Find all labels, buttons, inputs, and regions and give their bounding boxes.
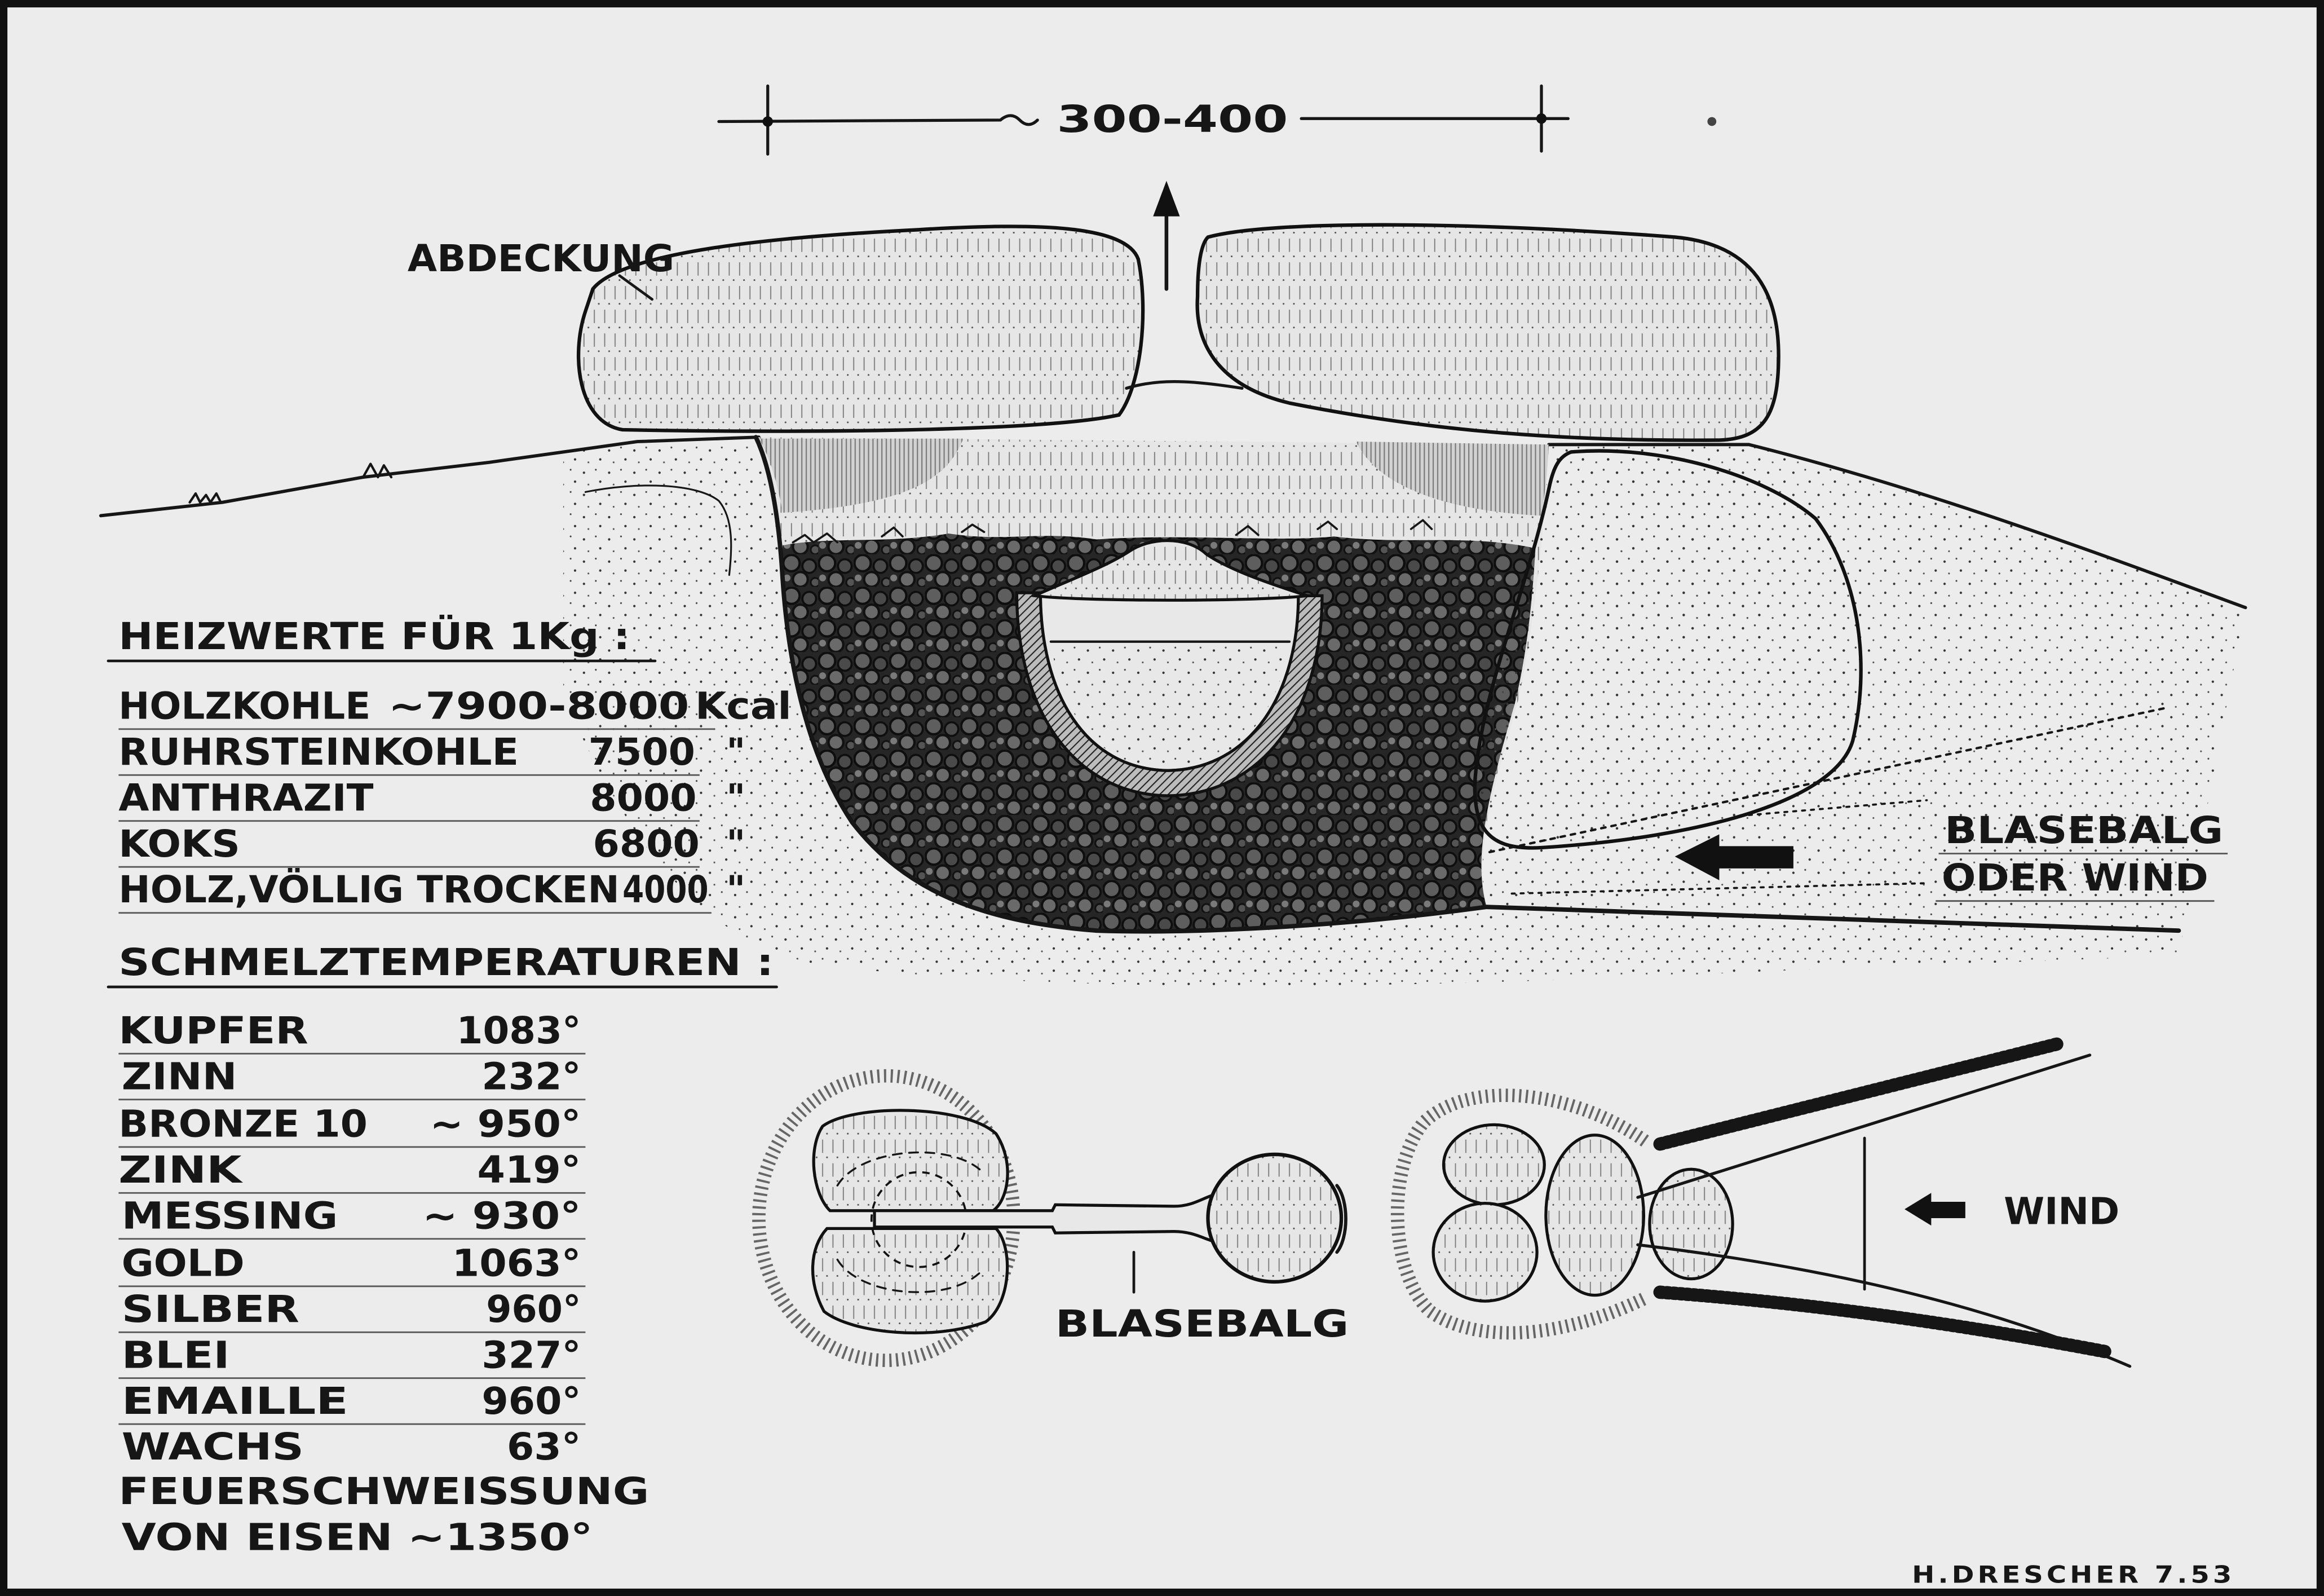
fuel-value: 8000 bbox=[590, 777, 696, 819]
cover-gap-slab bbox=[1125, 380, 1244, 390]
fuel-unit: Kcal bbox=[695, 685, 792, 728]
plan-stone-bottom bbox=[811, 1227, 1009, 1335]
wind-stone bbox=[1442, 1123, 1546, 1206]
wind-stone bbox=[1648, 1167, 1734, 1281]
pit-wall bbox=[753, 435, 2181, 934]
material-name: ZINN bbox=[122, 1055, 237, 1098]
plan-halo-wind bbox=[1390, 1088, 1649, 1340]
wind-label: WIND bbox=[2004, 1190, 2119, 1233]
air-channel bbox=[1488, 707, 2166, 895]
air-supply-label-line2: ODER WIND bbox=[1942, 857, 2208, 900]
cover-label: ABDECKUNG bbox=[408, 237, 674, 280]
fuel-name: HOLZ,VÖLLIG TROCKEN bbox=[118, 868, 620, 911]
material-temp: ~ 930° bbox=[422, 1194, 581, 1237]
fuel-name: HOLZKOHLE bbox=[118, 685, 370, 728]
speck bbox=[1707, 117, 1717, 126]
melting-temperatures-title: SCHMELZTEMPERATUREN : bbox=[118, 941, 774, 984]
wind-channel-bottom bbox=[1636, 1243, 2132, 1368]
material-temp: 232° bbox=[481, 1055, 581, 1098]
forge-welding-label-line2: VON EISEN bbox=[122, 1516, 393, 1559]
plan-stone-top bbox=[812, 1109, 1009, 1213]
material-temp: 960° bbox=[481, 1380, 581, 1423]
bellows-bag bbox=[1206, 1152, 1344, 1284]
material-temp: 63° bbox=[507, 1426, 581, 1469]
wind-stone bbox=[1544, 1134, 1645, 1297]
wind-channel-top bbox=[1636, 1053, 2092, 1199]
cover-leader bbox=[618, 274, 654, 301]
fuel-value: 6800 bbox=[593, 823, 700, 866]
material-temp: 1083° bbox=[457, 1009, 581, 1052]
signature: H.DRESCHER 7.53 bbox=[1912, 1560, 2235, 1588]
air-supply-label-line1: BLASEBALG bbox=[1945, 809, 2223, 852]
bellows-label: BLASEBALG bbox=[1055, 1303, 1349, 1346]
charcoal-surface bbox=[792, 519, 1433, 544]
material-temp: ~ 950° bbox=[430, 1103, 581, 1145]
material-temp: 1063° bbox=[452, 1242, 581, 1285]
crucible-lid bbox=[1029, 539, 1308, 602]
material-temp: 327° bbox=[481, 1334, 581, 1377]
heating-values-title: HEIZWERTE FÜR 1Kg : bbox=[118, 615, 630, 658]
fuel-name: KOKS bbox=[118, 823, 240, 866]
material-name: ZINK bbox=[118, 1149, 243, 1192]
soil-layer-line bbox=[584, 484, 732, 576]
crucible-melt bbox=[1050, 641, 1290, 769]
crucible bbox=[1015, 539, 1324, 797]
plan-view-bellows: BLASEBALG bbox=[752, 1069, 1349, 1368]
material-name: BRONZE 10 bbox=[118, 1103, 368, 1145]
fuel-value: 4000 bbox=[622, 868, 708, 911]
material-name: SILBER bbox=[122, 1288, 299, 1331]
forge-welding-temp: ~1350° bbox=[408, 1516, 593, 1559]
heating-values-table: HEIZWERTE FÜR 1Kg : HOLZKOHLE ~7900-8000… bbox=[107, 615, 792, 914]
ditto-mark: " bbox=[726, 777, 745, 819]
cover-stone-left bbox=[576, 224, 1145, 433]
pit-rim-shade-left bbox=[758, 438, 964, 513]
material-name: BLEI bbox=[122, 1334, 230, 1377]
dimension-label: 300-400 bbox=[1057, 98, 1288, 141]
forge-welding-label-line1: FEUERSCHWEISSUNG bbox=[118, 1470, 649, 1513]
exhaust-arrow-icon bbox=[1153, 180, 1180, 291]
fuel-name: ANTHRAZIT bbox=[118, 777, 373, 819]
material-name: MESSING bbox=[122, 1194, 338, 1237]
wind-stone bbox=[1431, 1202, 1539, 1303]
material-temp: 419° bbox=[477, 1149, 581, 1192]
cover-stone-right bbox=[1195, 223, 1780, 442]
plan-view-wind: WIND bbox=[1390, 1037, 2132, 1368]
material-name: GOLD bbox=[122, 1242, 245, 1285]
material-name: KUPFER bbox=[118, 1009, 308, 1052]
fuel-name: RUHRSTEINKOHLE bbox=[118, 731, 519, 774]
pit-rim-shade-right bbox=[1356, 442, 1549, 516]
material-name: WACHS bbox=[122, 1426, 304, 1469]
material-temp: 960° bbox=[486, 1288, 581, 1331]
ditto-mark: " bbox=[726, 823, 745, 866]
width-dimension: 300-400 bbox=[717, 84, 1570, 156]
crucible-wall bbox=[1015, 591, 1324, 797]
melting-temperatures-table: SCHMELZTEMPERATUREN : KUPFER 1083° ZINN … bbox=[107, 941, 778, 1559]
fuel-value: ~7900-8000 bbox=[388, 685, 690, 728]
material-name: EMAILLE bbox=[122, 1380, 348, 1423]
cover-stones bbox=[576, 223, 1780, 442]
ditto-mark: " bbox=[726, 731, 745, 774]
fuel-value: 7500 bbox=[589, 731, 695, 774]
ground-surface bbox=[99, 435, 2247, 610]
air-arrow-icon bbox=[1674, 834, 1793, 880]
wind-arrow-icon bbox=[1905, 1193, 1965, 1226]
side-stone bbox=[1473, 449, 1863, 850]
ditto-mark: " bbox=[726, 868, 745, 911]
